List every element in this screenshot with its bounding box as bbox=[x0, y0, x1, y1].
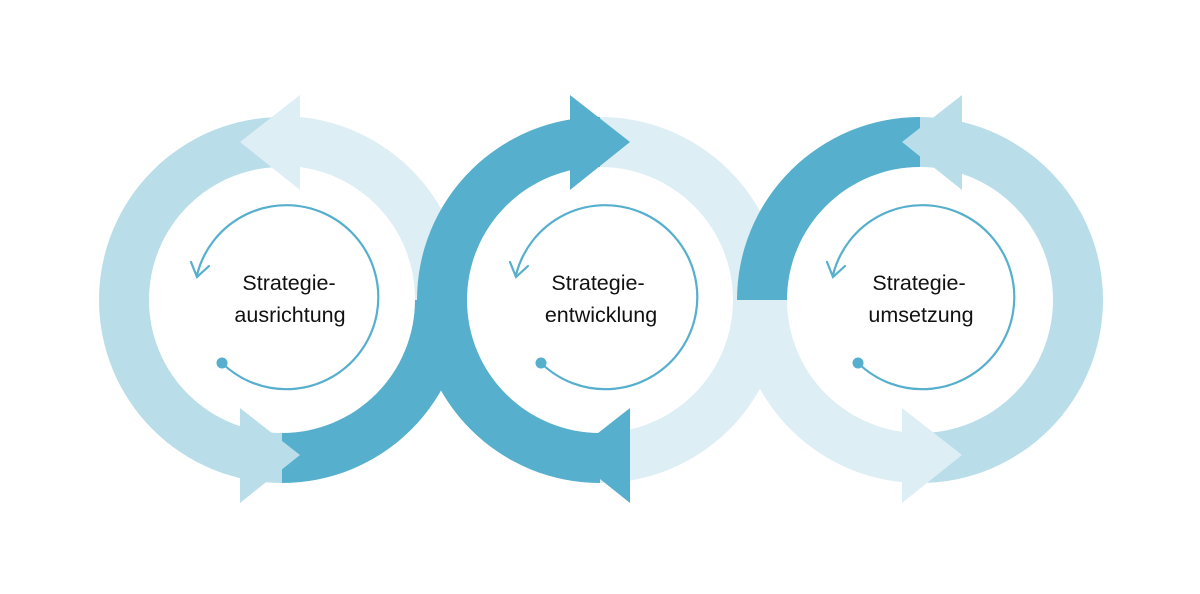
cycle-2-ring-strong bbox=[417, 117, 600, 483]
cycle-1-inner-loop-dot bbox=[216, 357, 228, 369]
cycle-3-bottom-arc-light bbox=[737, 300, 920, 483]
cycle-3-top-arrow-icon bbox=[902, 95, 962, 190]
cycle-1-label-line2: ausrichtung bbox=[234, 303, 345, 327]
cycle-3: Strategie- umsetzung bbox=[737, 95, 1103, 503]
cycle-2-ring-light bbox=[600, 117, 783, 483]
cycle-2-label-line1: Strategie- bbox=[551, 271, 644, 295]
cycle-3-label-line1: Strategie- bbox=[872, 271, 965, 295]
cycle-1-top-arrow-icon bbox=[240, 95, 300, 190]
cycle-2: Strategie- entwicklung bbox=[417, 95, 783, 503]
cycle-1: Strategie- ausrichtung bbox=[99, 95, 466, 503]
cycle-3-ring-medium bbox=[920, 117, 1103, 483]
cycle-1-ring-medium bbox=[99, 117, 282, 483]
cycle-2-bottom-arrow-icon bbox=[570, 408, 630, 503]
cycle-2-label: Strategie- entwicklung bbox=[545, 271, 657, 327]
cycle-1-label-line1: Strategie- bbox=[242, 271, 335, 295]
cycle-1-inner-loop-icon bbox=[189, 204, 380, 391]
cycle-3-bottom-arrow-icon bbox=[902, 408, 962, 503]
cycle-3-inner-loop-icon bbox=[825, 204, 1016, 391]
cycle-3-label-line2: umsetzung bbox=[868, 303, 973, 327]
cycle-3-inner-loop-dot bbox=[852, 357, 864, 369]
cycle-3-top-arc-strong bbox=[737, 117, 920, 300]
cycle-2-top-arrow-icon bbox=[570, 95, 630, 190]
cycle-3-label: Strategie- umsetzung bbox=[868, 271, 973, 327]
cycle-1-bottom-arc-strong bbox=[282, 300, 465, 483]
cycle-2-inner-loop-icon bbox=[508, 204, 699, 391]
cycle-1-label: Strategie- ausrichtung bbox=[234, 271, 345, 327]
cycle-2-inner-loop-dot bbox=[535, 357, 547, 369]
cycle-2-label-line2: entwicklung bbox=[545, 303, 657, 327]
cycle-1-bottom-arrow-icon bbox=[240, 408, 300, 503]
